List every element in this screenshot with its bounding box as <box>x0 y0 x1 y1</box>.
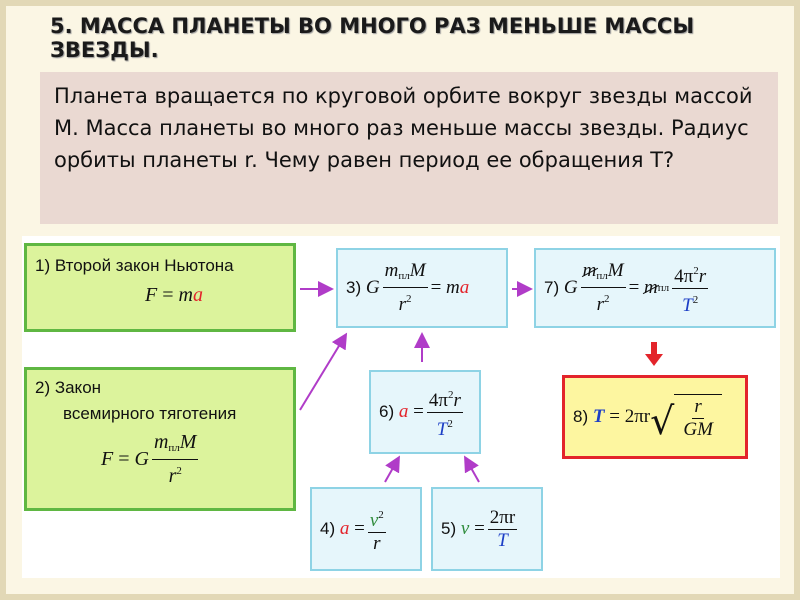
equals-sign: = <box>430 277 442 298</box>
star-mass: M <box>409 260 426 281</box>
period-symbol: T <box>682 294 693 316</box>
fraction: v2 r <box>367 505 386 554</box>
radius: r <box>373 532 381 554</box>
step-1-formula: F = ma <box>145 284 203 307</box>
radius: r <box>698 265 707 287</box>
step-4-formula: 4) a = v2 r <box>312 489 420 569</box>
slide-frame-right <box>794 0 800 600</box>
equals-sign: = <box>118 447 130 470</box>
slide-frame-left <box>0 0 6 600</box>
fraction: r GM <box>681 397 715 440</box>
fraction: mплM r2 <box>151 431 199 487</box>
exponent: 2 <box>406 293 412 305</box>
step-8-label: 8) <box>573 407 589 426</box>
exponent: 2 <box>693 264 699 277</box>
fraction: mплM r2 <box>580 260 626 315</box>
step-7-label: 7) <box>544 278 560 297</box>
step-5-velocity-period: 5) v = 2πr T <box>431 487 543 571</box>
radius: r <box>398 294 407 315</box>
exponent: 2 <box>447 388 454 401</box>
step-8-final-answer: 8) T = 2πr √ r GM <box>562 375 748 459</box>
step-6-centripetal-acceleration: 6) a = 4π2r T2 <box>369 370 481 454</box>
step-5-formula: 5) v = 2πr T <box>433 489 541 569</box>
gravity-times-mass: GM <box>683 419 713 440</box>
step-2-universal-gravitation: 2) Закон всемирного тяготения F = G mплM… <box>24 367 296 511</box>
subscript: пл <box>596 270 608 282</box>
exponent: 2 <box>692 293 699 306</box>
step-4-label: 4) <box>320 519 336 538</box>
star-mass: M <box>179 431 197 453</box>
exponent: 2 <box>378 508 384 521</box>
circumference: 2πr <box>624 406 651 427</box>
equals-sign: = <box>628 277 640 298</box>
period-symbol: T <box>497 529 508 551</box>
exponent: 2 <box>447 417 453 430</box>
subscript: пл <box>398 270 410 282</box>
period-symbol: T <box>436 418 448 440</box>
step-2-label-line1: 2) Закон <box>35 378 102 397</box>
equals-sign: = <box>413 401 424 422</box>
four-pi: 4π <box>428 389 448 411</box>
step-2-label-line2: всемирного тяготения <box>63 404 237 423</box>
four-pi: 4π <box>674 265 694 287</box>
mass-symbol: m <box>446 277 460 298</box>
acceleration-symbol: a <box>339 518 350 539</box>
step-4-acceleration-velocity: 4) a = v2 r <box>310 487 422 571</box>
mass-symbol: m <box>178 284 193 306</box>
step-5-label: 5) <box>441 519 457 538</box>
square-root: √ r GM <box>650 394 722 440</box>
subscript: пл <box>168 442 180 454</box>
step-6-label: 6) <box>379 402 395 421</box>
exponent: 2 <box>604 293 610 305</box>
equals-sign: = <box>354 518 365 539</box>
slide-frame-top <box>0 0 800 6</box>
fraction: 4π2r T2 <box>672 261 709 316</box>
slide-title: 5. МАССА ПЛАНЕТЫ ВО МНОГО РАЗ МЕНЬШЕ МАС… <box>50 14 695 62</box>
step-6-formula: 6) a = 4π2r T2 <box>371 372 479 452</box>
acceleration-symbol: a <box>192 284 203 306</box>
force-symbol: F <box>101 447 114 470</box>
fraction: mплM r2 <box>382 260 428 315</box>
planet-mass-cancelled: m <box>644 277 658 298</box>
radius: r <box>694 396 702 417</box>
gravitational-constant: G <box>563 277 578 298</box>
exponent: 2 <box>176 465 182 477</box>
velocity-symbol: v <box>369 509 379 531</box>
period-symbol: T <box>592 406 605 427</box>
planet-mass: m <box>384 260 399 281</box>
planet-mass: m <box>153 431 169 453</box>
planet-mass-cancelled: m <box>582 260 597 281</box>
star-mass: M <box>607 260 624 281</box>
subscript: пл <box>657 282 670 294</box>
step-1-label: 1) Второй закон Ньютона <box>35 256 234 275</box>
acceleration-symbol: a <box>398 401 409 422</box>
equals-sign: = <box>474 518 485 539</box>
step-2-formula: F = G mплM r2 <box>101 432 201 486</box>
gravitational-constant: G <box>134 447 149 470</box>
fraction: 4π2r T2 <box>426 385 463 440</box>
step-3-label: 3) <box>346 278 362 297</box>
force-symbol: F <box>145 284 158 306</box>
radius: r <box>596 294 605 315</box>
problem-statement: Планета вращается по круговой орбите вок… <box>40 72 778 224</box>
step-8-formula: 8) T = 2πr √ r GM <box>565 378 745 456</box>
radius: r <box>168 465 177 487</box>
fraction: 2πr T <box>487 506 518 551</box>
acceleration-symbol: a <box>459 277 470 298</box>
radius: r <box>453 389 461 411</box>
equals-sign: = <box>609 406 620 427</box>
slide-frame-bottom <box>0 594 800 600</box>
velocity-symbol: v <box>460 518 470 539</box>
gravitational-constant: G <box>365 277 380 298</box>
circumference: 2πr <box>489 506 516 528</box>
equals-sign: = <box>162 284 174 306</box>
step-1-newton-second-law: 1) Второй закон Ньютона F = ma <box>24 243 296 332</box>
